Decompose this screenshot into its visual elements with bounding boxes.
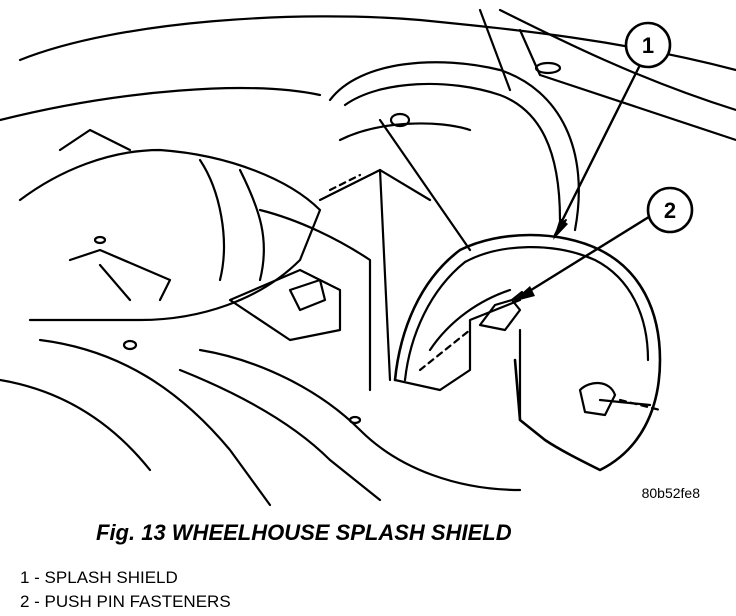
splash-shield (393, 233, 662, 472)
figure-caption: Fig. 13 WHEELHOUSE SPLASH SHIELD (96, 520, 512, 545)
callout-1-number: 1 (642, 33, 654, 58)
legend-item-1: 1 - SPLASH SHIELD (20, 568, 178, 587)
callout-2-leader (513, 213, 654, 302)
trunk-edge (498, 8, 736, 112)
floor-pan (18, 148, 322, 322)
callout-1-leader (553, 63, 642, 237)
rocker-sill (198, 348, 522, 492)
quarter-panel-outline (18, 15, 736, 72)
callout-1-arrowhead (553, 218, 568, 240)
callout-1-circle (624, 21, 672, 69)
callout-2-arrowhead (512, 286, 535, 302)
push-pin (478, 298, 522, 332)
floor-line (0, 87, 322, 122)
legend-item-2: 2 - PUSH PIN FASTENERS (20, 592, 231, 611)
image-code: 80b52fe8 (641, 485, 700, 501)
callout-2-number: 2 (664, 198, 676, 223)
wheelhouse-illustration: 1 2 (0, 8, 736, 507)
legend: 1 - SPLASH SHIELD 2 - PUSH PIN FASTENERS (20, 566, 231, 614)
callout-2-circle (646, 186, 694, 234)
wheel-arch (328, 61, 580, 232)
